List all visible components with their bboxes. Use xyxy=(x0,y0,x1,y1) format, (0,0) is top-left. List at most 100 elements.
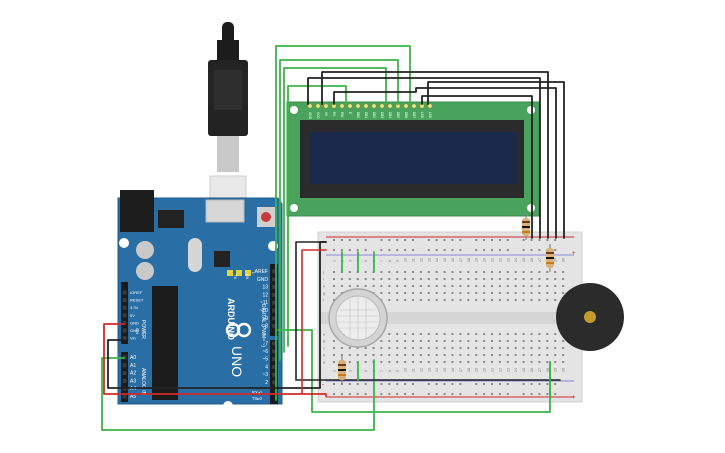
breadboard-hole[interactable] xyxy=(404,340,407,342)
rail-hole[interactable] xyxy=(538,383,541,385)
breadboard-hole[interactable] xyxy=(364,271,367,273)
breadboard-hole[interactable] xyxy=(514,285,517,287)
rail-hole[interactable] xyxy=(380,249,383,251)
rail-hole[interactable] xyxy=(483,383,486,385)
rail-hole[interactable] xyxy=(404,383,407,385)
breadboard-hole[interactable] xyxy=(554,361,557,363)
rail-hole[interactable] xyxy=(483,393,486,395)
breadboard-hole[interactable] xyxy=(483,299,486,301)
breadboard-hole[interactable] xyxy=(459,347,462,349)
breadboard-hole[interactable] xyxy=(356,347,359,349)
lcd-pin[interactable] xyxy=(347,103,353,109)
rail-hole[interactable] xyxy=(348,249,351,251)
breadboard-hole[interactable] xyxy=(348,271,351,273)
rail-hole[interactable] xyxy=(459,249,462,251)
breadboard-hole[interactable] xyxy=(506,285,509,287)
breadboard-hole[interactable] xyxy=(459,340,462,342)
lcd-pin[interactable] xyxy=(363,103,369,109)
breadboard-hole[interactable] xyxy=(364,347,367,349)
breadboard-hole[interactable] xyxy=(467,292,470,294)
breadboard-hole[interactable] xyxy=(498,278,501,280)
rail-hole[interactable] xyxy=(435,239,438,241)
breadboard-hole[interactable] xyxy=(475,278,478,280)
rail-hole[interactable] xyxy=(356,249,359,251)
breadboard-hole[interactable] xyxy=(443,354,446,356)
breadboard-hole[interactable] xyxy=(443,292,446,294)
breadboard-hole[interactable] xyxy=(443,299,446,301)
breadboard-hole[interactable] xyxy=(475,299,478,301)
header-pin[interactable] xyxy=(122,320,127,325)
rail-hole[interactable] xyxy=(546,239,549,241)
breadboard-hole[interactable] xyxy=(546,278,549,280)
rail-hole[interactable] xyxy=(348,383,351,385)
rail-hole[interactable] xyxy=(388,383,391,385)
rail-hole[interactable] xyxy=(348,239,351,241)
breadboard-hole[interactable] xyxy=(396,333,399,335)
breadboard-hole[interactable] xyxy=(412,285,414,287)
breadboard-hole[interactable] xyxy=(427,361,430,363)
breadboard-hole[interactable] xyxy=(435,285,438,287)
breadboard-hole[interactable] xyxy=(443,278,446,280)
breadboard-hole[interactable] xyxy=(435,354,438,356)
breadboard-hole[interactable] xyxy=(491,361,493,363)
rail-hole[interactable] xyxy=(364,383,367,385)
rail-hole[interactable] xyxy=(412,249,414,251)
breadboard-hole[interactable] xyxy=(522,278,525,280)
lcd-pin[interactable] xyxy=(411,103,417,109)
breadboard-hole[interactable] xyxy=(396,292,399,294)
lcd-pin[interactable] xyxy=(339,103,345,109)
lcd-pin[interactable] xyxy=(315,103,321,109)
breadboard-hole[interactable] xyxy=(372,285,375,287)
rail-hole[interactable] xyxy=(435,393,438,395)
breadboard-hole[interactable] xyxy=(364,354,367,356)
breadboard-hole[interactable] xyxy=(506,347,509,349)
breadboard-hole[interactable] xyxy=(443,333,446,335)
rail-hole[interactable] xyxy=(506,249,509,251)
breadboard-hole[interactable] xyxy=(530,299,533,301)
rail-hole[interactable] xyxy=(546,393,549,395)
breadboard-hole[interactable] xyxy=(427,347,430,349)
breadboard-hole[interactable] xyxy=(483,292,486,294)
breadboard-hole[interactable] xyxy=(475,347,478,349)
breadboard-hole[interactable] xyxy=(530,361,533,363)
rail-hole[interactable] xyxy=(459,393,462,395)
breadboard-hole[interactable] xyxy=(538,347,541,349)
rail-hole[interactable] xyxy=(333,249,335,251)
rail-hole[interactable] xyxy=(483,249,486,251)
breadboard-hole[interactable] xyxy=(396,271,399,273)
breadboard-hole[interactable] xyxy=(396,347,399,349)
breadboard-hole[interactable] xyxy=(427,333,430,335)
rail-hole[interactable] xyxy=(340,249,343,251)
breadboard-hole[interactable] xyxy=(475,361,478,363)
rail-hole[interactable] xyxy=(404,249,407,251)
breadboard-hole[interactable] xyxy=(435,340,438,342)
breadboard-hole[interactable] xyxy=(538,278,541,280)
breadboard-hole[interactable] xyxy=(340,278,343,280)
breadboard-hole[interactable] xyxy=(491,292,493,294)
breadboard-hole[interactable] xyxy=(404,347,407,349)
breadboard-hole[interactable] xyxy=(404,278,407,280)
breadboard-hole[interactable] xyxy=(419,292,422,294)
rail-hole[interactable] xyxy=(506,393,509,395)
breadboard-hole[interactable] xyxy=(562,361,565,363)
breadboard-hole[interactable] xyxy=(404,271,407,273)
lcd-pin[interactable] xyxy=(323,103,329,109)
breadboard-hole[interactable] xyxy=(467,340,470,342)
breadboard-hole[interactable] xyxy=(562,278,565,280)
breadboard-hole[interactable] xyxy=(396,340,399,342)
breadboard-hole[interactable] xyxy=(388,271,391,273)
breadboard-hole[interactable] xyxy=(380,285,383,287)
breadboard-hole[interactable] xyxy=(356,285,359,287)
breadboard-hole[interactable] xyxy=(530,271,533,273)
breadboard-hole[interactable] xyxy=(372,347,375,349)
breadboard-hole[interactable] xyxy=(388,299,391,301)
rail-hole[interactable] xyxy=(451,383,454,385)
breadboard-hole[interactable] xyxy=(333,354,335,356)
rail-hole[interactable] xyxy=(498,249,501,251)
breadboard-hole[interactable] xyxy=(498,340,501,342)
breadboard-hole[interactable] xyxy=(514,361,517,363)
rail-hole[interactable] xyxy=(491,393,493,395)
rail-hole[interactable] xyxy=(388,393,391,395)
breadboard-hole[interactable] xyxy=(451,333,454,335)
breadboard-hole[interactable] xyxy=(451,354,454,356)
